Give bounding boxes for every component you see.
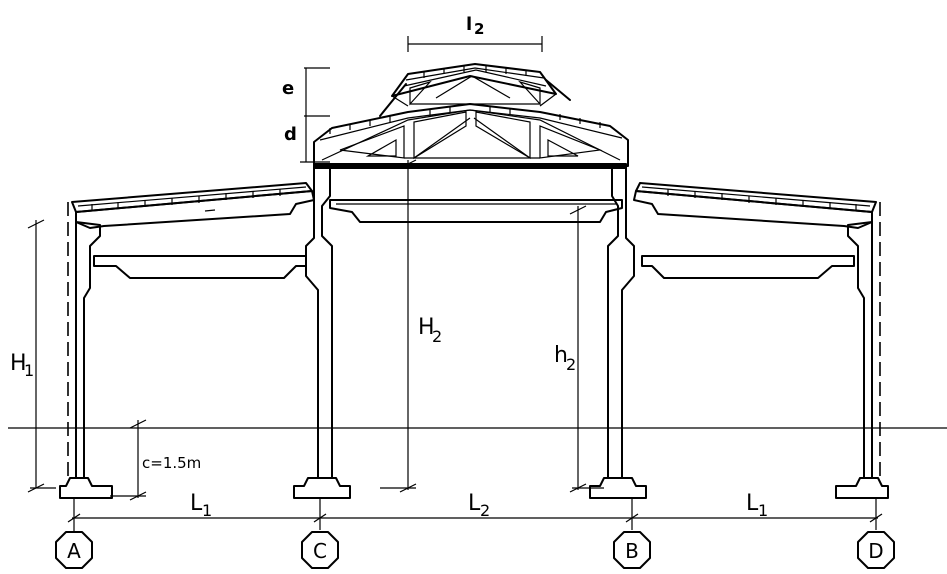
axis-marker-C: C <box>301 531 339 569</box>
column-C <box>293 165 351 499</box>
dim-spans: L 1 L 2 L 1 <box>67 491 883 530</box>
label-h2-sub: 2 <box>566 355 576 374</box>
dim-l2: l 2 <box>407 14 543 52</box>
label-c: c=1.5m <box>142 454 201 472</box>
dim-H1: H 1 <box>10 219 56 493</box>
column-B <box>589 165 647 499</box>
label-h2: h <box>554 343 568 368</box>
axis-marker-A: A <box>55 530 93 569</box>
label-L2: L <box>468 491 481 516</box>
dim-h2: h 2 <box>554 205 604 493</box>
left-span-roof <box>71 182 315 229</box>
axis-label-B: B <box>625 539 639 563</box>
label-e: e <box>282 78 294 99</box>
label-L1-left-sub: 1 <box>202 501 212 520</box>
right-span-roof <box>633 182 877 229</box>
axis-markers: A C B D <box>55 530 895 569</box>
axis-label-C: C <box>313 539 327 563</box>
axis-label-A: A <box>67 539 81 563</box>
label-l2-sub: 2 <box>474 20 484 38</box>
axis-label-D: D <box>868 539 883 563</box>
dim-c: c=1.5m <box>110 419 201 501</box>
label-l2: l <box>466 14 472 35</box>
label-L1-right-sub: 1 <box>758 501 768 520</box>
monitor-truss-lower <box>313 103 629 167</box>
column-D <box>641 202 889 499</box>
label-H2: H <box>418 315 435 340</box>
axis-marker-D: D <box>857 531 895 569</box>
label-L2-sub: 2 <box>480 501 490 520</box>
monitor-truss-upper <box>379 63 571 117</box>
central-span <box>313 163 627 223</box>
label-H2-sub: 2 <box>432 327 442 346</box>
label-L1-left: L <box>190 491 203 516</box>
dim-H2: H 2 <box>380 159 442 493</box>
label-H1-sub: 1 <box>24 361 34 380</box>
dim-e-d: e d <box>282 67 330 163</box>
axis-marker-B: B <box>613 531 651 569</box>
label-H1: H <box>10 351 27 376</box>
label-L1-right: L <box>746 491 759 516</box>
label-d: d <box>284 124 297 145</box>
